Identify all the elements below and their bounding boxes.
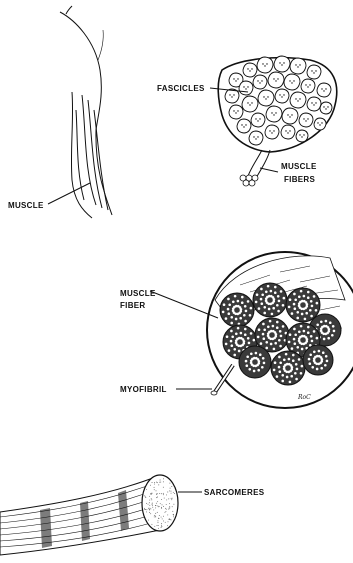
fascicle-cell [284, 74, 300, 90]
myofibril-bundle [253, 283, 287, 317]
myofibril-bundle [220, 293, 254, 327]
fascicle-cell [290, 58, 306, 74]
sarcomeres-label: SARCOMERES [204, 488, 264, 497]
fascicle-cell [251, 113, 265, 127]
fascicle-cell [307, 65, 321, 79]
fascicle-cell [307, 97, 321, 111]
muscle-fiber-leader-line [150, 291, 218, 318]
myofibril-bundle [239, 346, 271, 378]
fascicle-cell [299, 113, 313, 127]
myofibril-bundle [271, 351, 305, 385]
muscle-fibers-label-line1: MUSCLE [281, 162, 317, 171]
fascicle-cell [239, 81, 253, 95]
muscle-label: MUSCLE [8, 201, 44, 210]
fascicle-cell [275, 89, 289, 103]
fascicle-cell [282, 108, 298, 124]
muscle-leader-line [48, 183, 90, 204]
fascicle-cell [301, 79, 315, 93]
fascicle-cell [274, 56, 290, 72]
fascicle-cell [265, 125, 279, 139]
fascicle-cell [258, 90, 274, 106]
muscle-fibers-label-line2: FIBERS [284, 175, 315, 184]
fascicle-cell [229, 105, 243, 119]
fascicle-cell [249, 131, 263, 145]
muscle-fibers-leader-line [260, 168, 278, 172]
myofibril-bundle [286, 288, 320, 322]
fascicle-cell [257, 57, 273, 73]
fascicle-cell [268, 72, 284, 88]
fascicle-cell [320, 102, 332, 114]
muscle-fiber-label-line1: MUSCLE [120, 289, 156, 298]
fascicles-label: FASCICLES [157, 84, 205, 93]
artist-signature: RoC [298, 394, 311, 401]
myofibril-label: MYOFIBRIL [120, 385, 167, 394]
fascicle-cell [243, 63, 257, 77]
fascicle-cell [237, 119, 251, 133]
fascicle-cell [242, 96, 258, 112]
fascicle-cross-section [218, 56, 337, 186]
fascicle-cell [314, 118, 326, 130]
fascicle-cell [317, 83, 331, 97]
fascicle-cell [266, 106, 282, 122]
arm-drawing [60, 6, 112, 218]
magnified-fiber-circle [207, 252, 353, 408]
muscle-fiber-label-line2: FIBER [120, 301, 146, 310]
fascicle-cell [253, 75, 267, 89]
sarcomere-myofibril [0, 475, 178, 555]
fascicle-cell [296, 130, 308, 142]
fascicle-cell [290, 92, 306, 108]
fascicle-cell [281, 125, 295, 139]
myofibril-bundle [303, 345, 333, 375]
